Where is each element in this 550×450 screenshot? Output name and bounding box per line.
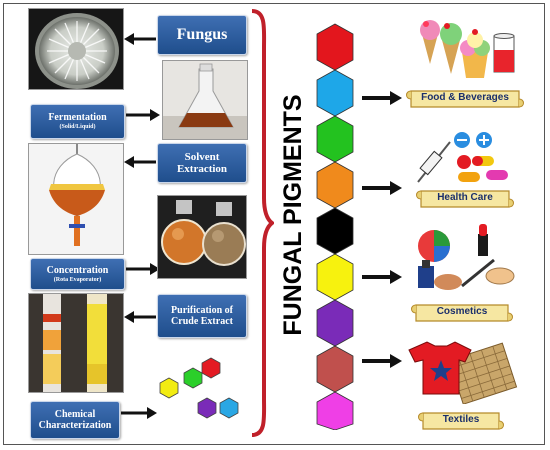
characterization-line1: Chemical <box>54 409 96 420</box>
hex-cluster-purple <box>197 397 217 419</box>
fungus-culture-photo <box>28 8 124 90</box>
purification-box: Purification of Crude Extract <box>157 294 247 338</box>
rota-evaporator-photo <box>157 195 247 279</box>
cosmetics-icon <box>418 224 515 290</box>
arrow-to-fungus-photo <box>124 33 156 45</box>
column-chromatography-photo <box>28 293 124 393</box>
textiles-icon <box>408 341 518 404</box>
hex-cluster-red <box>201 357 221 379</box>
fermentation-sublabel: (Solid/Liquid) <box>59 124 96 131</box>
purification-line2: Crude Extract <box>171 316 233 327</box>
fungus-box: Fungus <box>157 15 247 55</box>
arrow-to-hexagon-cluster <box>121 407 157 419</box>
arrow-to-funnel-photo <box>124 156 156 168</box>
chain-hex-yellow <box>316 253 354 301</box>
textiles-label: Textiles <box>442 414 480 425</box>
characterization-line2: Characterization <box>38 420 112 431</box>
fermentation-label: Fermentation <box>48 112 107 124</box>
grouping-bracket <box>251 9 274 437</box>
arrow-to-cosmetics <box>362 270 402 284</box>
chain-hex-green <box>316 115 354 163</box>
purification-line1: Purification of <box>171 305 233 316</box>
chain-hex-magenta <box>316 391 354 430</box>
health-care-scroll: Health Care <box>415 188 515 210</box>
characterization-box: Chemical Characterization <box>30 401 120 439</box>
chain-hex-orange <box>316 161 354 209</box>
fermentation-box: Fermentation (Solid/Liquid) <box>30 104 125 139</box>
chain-hex-black <box>316 207 354 255</box>
figure-frame <box>3 3 545 445</box>
cosmetics-label: Cosmetics <box>436 306 488 317</box>
arrow-to-evaporator-photo <box>126 263 160 275</box>
chain-hex-brown-red <box>316 345 354 393</box>
fungal-pigments-title: FUNGAL PIGMENTS <box>279 94 307 336</box>
arrow-to-health <box>362 181 402 195</box>
cosmetics-scroll: Cosmetics <box>410 302 514 324</box>
separatory-funnel-image <box>29 144 123 254</box>
health-care-icon <box>417 132 508 183</box>
fungus-culture-image <box>29 9 123 89</box>
hex-cluster-blue <box>219 397 239 419</box>
concentration-sublabel: (Rota Evaporator) <box>53 276 102 283</box>
concentration-label: Concentration <box>46 264 109 276</box>
hex-cluster-green <box>183 367 203 389</box>
solvent-extraction-line2: Extraction <box>176 163 228 175</box>
textiles-scroll: Textiles <box>417 410 505 432</box>
solvent-extraction-line1: Solvent <box>184 150 220 163</box>
arrow-to-flask-photo <box>126 109 160 121</box>
solvent-extraction-box: Solvent Extraction <box>157 143 247 183</box>
fungus-label: Fungus <box>176 26 228 44</box>
separatory-funnel-photo <box>28 143 124 255</box>
arrow-to-column-photo <box>124 311 156 323</box>
chromatography-columns-image <box>29 294 123 392</box>
title-rotator: FUNGAL PIGMENTS <box>276 65 310 365</box>
arrow-to-food <box>362 91 402 105</box>
arrow-to-textiles <box>362 354 402 368</box>
flask-image <box>163 61 247 139</box>
chain-hex-purple <box>316 299 354 347</box>
food-beverages-label: Food & Beverages <box>421 92 509 103</box>
food-beverages-scroll: Food & Beverages <box>405 88 525 110</box>
hexagon-cluster <box>159 357 239 419</box>
fermentation-flask-photo <box>162 60 248 140</box>
chain-hex-blue <box>316 69 354 117</box>
food-beverages-icon <box>420 20 515 78</box>
chain-hex-red <box>316 23 354 71</box>
evaporator-flasks-image <box>158 196 246 278</box>
concentration-box: Concentration (Rota Evaporator) <box>30 258 125 290</box>
title-container: FUNGAL PIGMENTS <box>276 65 310 365</box>
hex-cluster-yellow <box>159 377 179 399</box>
health-care-label: Health Care <box>437 192 493 203</box>
pigment-hexagon-chain <box>316 23 354 430</box>
